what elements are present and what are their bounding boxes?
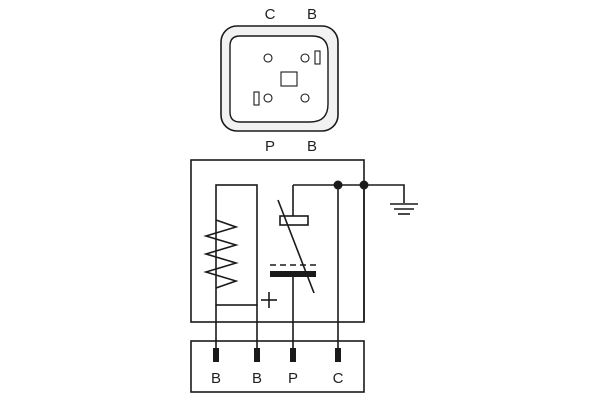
capacitor-solid-plate bbox=[270, 271, 316, 277]
terminal-label-4: C bbox=[333, 370, 344, 387]
connector-pin-p bbox=[263, 93, 273, 103]
connector-face-view: C B P B bbox=[220, 6, 339, 155]
heater-element-frame bbox=[215, 184, 258, 306]
resistor-symbol bbox=[203, 219, 239, 289]
switch-contact bbox=[279, 215, 309, 226]
junction-dot-2 bbox=[359, 180, 369, 190]
schematic: B B P C bbox=[190, 159, 418, 393]
connector-top-label-2: B bbox=[307, 6, 317, 23]
connector-top-label-1: C bbox=[265, 6, 276, 23]
thermal-switch-arm bbox=[277, 199, 315, 294]
connector-bottom-label-2: B bbox=[307, 138, 317, 155]
terminal-pin-3 bbox=[290, 348, 296, 362]
terminal-label-2: B bbox=[252, 370, 262, 387]
terminal-label-1: B bbox=[211, 370, 221, 387]
connector-bottom-label-1: P bbox=[265, 138, 275, 155]
connector-inner-face bbox=[229, 35, 329, 123]
connector-blade-right bbox=[314, 50, 321, 65]
terminal-pin-2 bbox=[254, 348, 260, 362]
terminal-pin-1 bbox=[213, 348, 219, 362]
connector-pin-c bbox=[263, 53, 273, 63]
ground-icon bbox=[390, 203, 418, 215]
terminal-pin-4 bbox=[335, 348, 341, 362]
connector-pin-b-bottom bbox=[300, 93, 310, 103]
terminal-strip bbox=[190, 340, 365, 393]
connector-pin-b-top bbox=[300, 53, 310, 63]
connector-center-key bbox=[280, 71, 298, 87]
junction-dot-1 bbox=[333, 180, 343, 190]
ground-bus bbox=[293, 184, 405, 203]
connector-blade-left bbox=[253, 91, 260, 106]
terminal-label-3: P bbox=[288, 370, 298, 387]
